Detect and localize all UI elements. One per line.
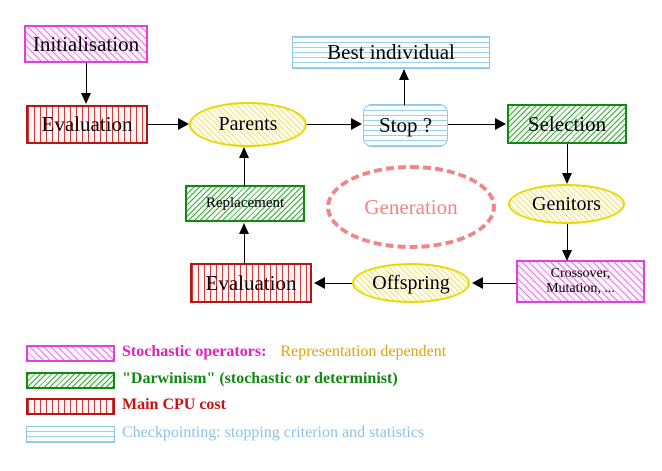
node-generation-label: Generation [364,194,458,219]
arrowhead-genitors-to-crossover [562,250,572,261]
node-stop: Stop ? [363,104,448,147]
edge-replacement-to-parents [244,158,245,186]
legend-row: Stochastic operators: Representation depe… [0,343,662,367]
node-offspring-label: Offspring [372,271,450,294]
legend-tail-text: Representation dependent [280,343,447,360]
legend-label-main-cpu-cost: Main CPU cost [122,396,226,414]
edge-stop-to-selection [448,124,499,125]
edge-offspring-to-evaluation [325,283,352,284]
arrowhead-parents-to-stop [351,118,362,130]
node-initialisation: Initialisation [24,25,148,63]
legend-row: Checkpointing: stopping criterion and st… [0,424,662,448]
arrowhead-replacement-to-parents [239,147,249,158]
legend-label-checkpointing: Checkpointing: stopping criterion and st… [122,424,424,442]
node-genitors-label: Genitors [532,192,601,215]
node-parents: Parents [189,102,307,147]
legend-row: Main CPU cost [0,396,662,420]
edge-stop-to-best-individual [404,70,405,105]
legend-label-stochastic-operators: Stochastic operators: Representation depe… [122,343,446,361]
arrowhead-crossover-to-offspring [472,277,483,289]
node-selection: Selection [507,104,627,144]
arrowhead-stop-to-best-individual [399,69,409,80]
edge-evaluation-to-replacement [244,234,245,263]
legend-label-darwinism: "Darwinism" (stochastic or determinist) [122,370,398,388]
node-replacement: Replacement [185,185,305,222]
legend-lead-text: Main CPU cost [122,396,226,413]
node-generation: Generation [326,165,496,249]
legend-swatch-magenta-diagonal-hatch-icon [26,345,115,362]
edge-initialisation-to-evaluation [86,63,87,94]
node-evaluation-top: Evaluation [26,105,148,144]
legend-swatch-red-vertical-hatch-icon [26,398,115,415]
node-genitors: Genitors [508,184,625,224]
arrowhead-initialisation-to-evaluation [81,93,91,104]
node-evaluation-bottom: Evaluation [190,263,312,303]
node-parents-label: Parents [218,113,278,135]
edge-selection-to-genitors [567,144,568,176]
arrowhead-evaluation-to-replacement [239,223,249,234]
arrowhead-stop-to-selection [495,118,506,130]
node-crossover-mutation-label: Crossover, Mutation, ... [546,265,615,296]
node-offspring: Offspring [352,263,470,303]
node-selection-label: Selection [527,111,607,136]
node-initialisation-label: Initialisation [32,31,140,56]
node-crossover-mutation: Crossover, Mutation, ... [516,260,645,303]
node-best-individual-label: Best individual [327,40,455,65]
node-evaluation-bottom-label: Evaluation [205,270,297,295]
edge-parents-to-stop [307,124,355,125]
arrowhead-evaluation-to-parents [178,118,189,130]
node-best-individual: Best individual [292,36,490,69]
legend-lead-text: Stochastic operators: [122,343,267,360]
legend-row: "Darwinism" (stochastic or determinist) [0,370,662,394]
legend-swatch-blue-horizontal-hatch-icon [26,426,115,443]
edge-evaluation-to-parents [148,124,181,125]
node-evaluation-top-label: Evaluation [41,112,133,137]
edge-genitors-to-crossover [567,224,568,252]
legend-lead-text: Checkpointing: stopping criterion and st… [122,424,425,441]
node-stop-label: Stop ? [378,113,433,138]
arrowhead-offspring-to-evaluation [314,277,325,289]
arrowhead-selection-to-genitors [562,173,572,184]
edge-crossover-to-offspring [483,283,516,284]
legend-swatch-green-diagonal-hatch-icon [26,372,115,389]
legend-lead-text: "Darwinism" (stochastic or determinist) [122,370,398,387]
node-replacement-label: Replacement [205,194,285,211]
